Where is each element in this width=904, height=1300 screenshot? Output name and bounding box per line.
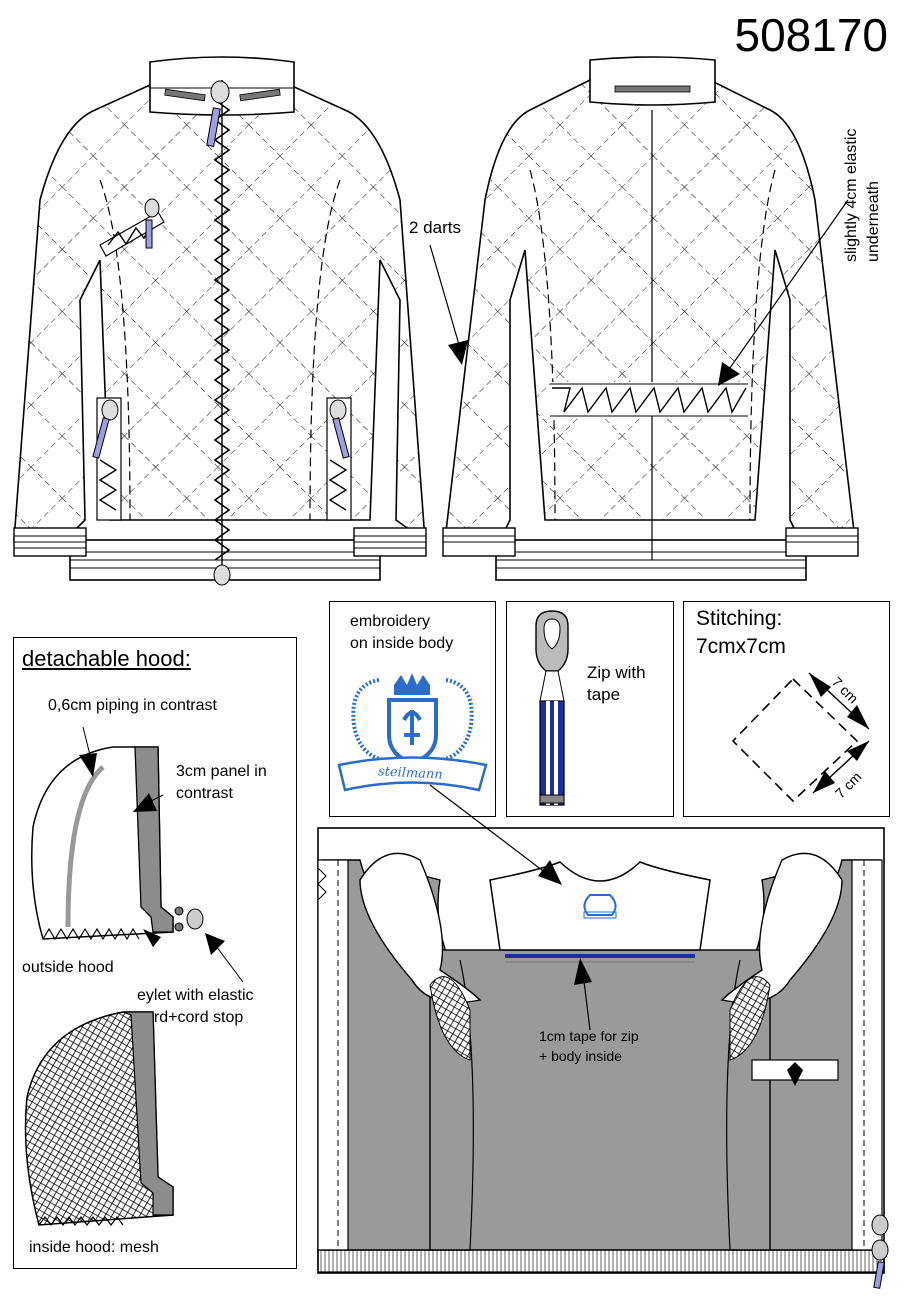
inside-hood-label: inside hood: mesh <box>29 1239 159 1256</box>
hood-drawings <box>24 726 244 1226</box>
zip-label-line2: tape <box>587 685 621 704</box>
front-body <box>13 56 427 586</box>
back-body <box>429 56 859 581</box>
zip-puller-drawing <box>535 610 569 806</box>
eylet-label-line2: cord+cord stop <box>137 1009 244 1026</box>
stitching-label-line1: Stitching: <box>696 607 783 630</box>
front-jacket-drawing <box>13 56 859 586</box>
panel-label-line1: 3cm panel in <box>176 763 267 780</box>
stitching-diagram <box>731 672 870 803</box>
embroidery-logo <box>337 673 488 792</box>
panel-label-line2: contrast <box>176 785 233 802</box>
piping-label: 0,6cm piping in contrast <box>48 697 217 714</box>
tape-label-line2: + body inside <box>539 1048 622 1064</box>
darts-callout: 2 darts <box>409 218 461 237</box>
embroidery-label-line1: embroidery <box>350 613 431 630</box>
outside-hood-label: outside hood <box>22 959 114 976</box>
zip-panel: Zip with tape <box>506 601 674 817</box>
zip-label-line1: Zip with <box>587 663 646 682</box>
embroidery-label-line2: on inside body <box>350 635 454 652</box>
tape-label-line1: 1cm tape for zip <box>539 1028 639 1044</box>
stitching-label-line2: 7cmx7cm <box>696 635 786 658</box>
eylet-label-line1: eylet with elastic <box>137 987 254 1004</box>
hood-panel-title: detachable hood: <box>22 646 191 671</box>
style-number: 508170 <box>734 9 889 61</box>
